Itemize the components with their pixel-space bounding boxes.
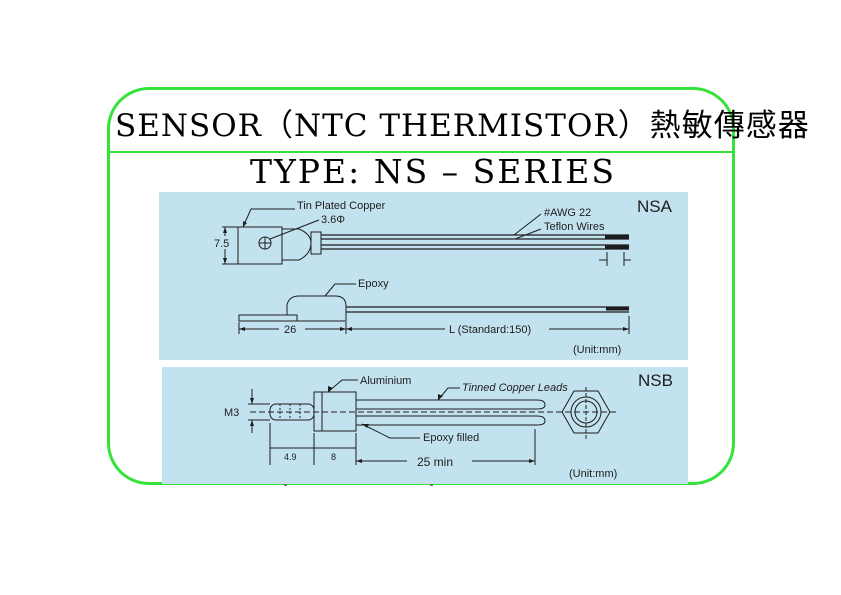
nsa-lead-length-label: L (Standard:150) (449, 324, 531, 336)
nsa-drawing: NSA Tin Plated Copper 3.6Φ 7.5 #AWG 22 T… (214, 197, 673, 356)
nsb-thread-label: M3 (224, 407, 239, 419)
nsb-diagram-panel: NSB Aluminium Tinned Copper Leads M3 Epo… (162, 367, 688, 484)
nsa-side-epoxy (286, 295, 347, 322)
nsa-epoxy-bead (282, 228, 312, 261)
series-subtitle: TYPE: NS – SERIES (250, 152, 616, 191)
nsb-lead-upper (356, 399, 546, 410)
nsb-lead-lower (356, 415, 546, 426)
nsb-body-length-label: 8 (331, 452, 336, 462)
nsb-hex-nut (561, 390, 611, 434)
nsa-height-label: 7.5 (214, 238, 229, 250)
nsa-wire-gauge-label: #AWG 22 (544, 207, 591, 219)
nsb-unit-label: (Unit:mm) (569, 468, 617, 480)
page-title: SENSOR（NTC THERMISTOR）熱敏傳感器 (115, 108, 810, 144)
nsa-wire-type-label: Teflon Wires (544, 221, 605, 233)
nsb-aluminium-label: Aluminium (360, 375, 411, 387)
nsa-tin-plated-label: Tin Plated Copper (297, 200, 386, 212)
nsb-tip-length-label: 4.9 (284, 452, 297, 462)
nsb-leads-label: Tinned Copper Leads (462, 382, 568, 394)
title-divider (107, 151, 735, 153)
nsa-body-length-label: 26 (284, 324, 296, 336)
nsa-crimp (310, 231, 322, 255)
nsa-tab-side-view (238, 314, 298, 322)
nsb-model-label: NSB (638, 371, 673, 390)
nsa-diagram-panel: NSA Tin Plated Copper 3.6Φ 7.5 #AWG 22 T… (159, 192, 688, 360)
nsa-unit-label: (Unit:mm) (573, 344, 621, 356)
nsa-model-label: NSA (637, 197, 673, 216)
nsb-epoxy-label: Epoxy filled (423, 432, 479, 444)
nsb-lead-length-label: 25 min (417, 455, 453, 469)
nsa-epoxy-label: Epoxy (358, 278, 389, 290)
nsa-hole-dia-label: 3.6Φ (321, 214, 345, 226)
nsa-tab-top-view (237, 226, 283, 265)
nsb-drawing: NSB Aluminium Tinned Copper Leads M3 Epo… (224, 371, 673, 480)
scan-artifact (284, 484, 433, 486)
